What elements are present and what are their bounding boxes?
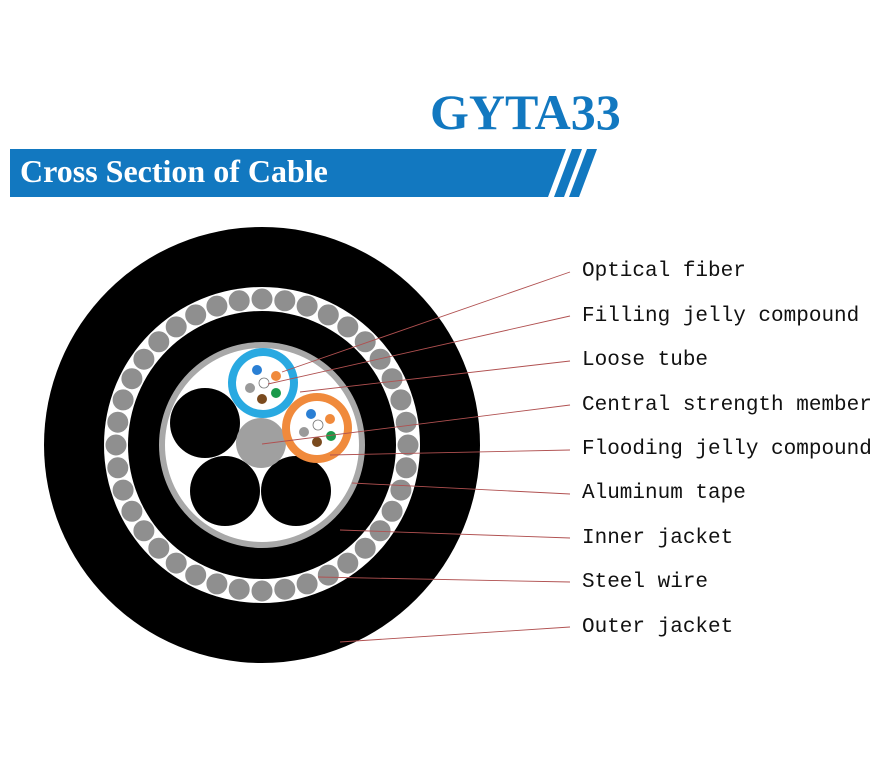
steel-wire xyxy=(111,388,135,412)
label-steel-wire: Steel wire xyxy=(582,571,709,594)
banner-background xyxy=(10,149,597,197)
banner-stripe-1 xyxy=(554,149,582,197)
label-aluminum-tape: Aluminum tape xyxy=(582,482,746,505)
central-strength-member xyxy=(236,418,286,468)
steel-wire xyxy=(295,572,319,596)
steel-wire xyxy=(132,347,156,371)
steel-wire xyxy=(227,577,251,601)
cable-model-title: GYTA33 xyxy=(430,84,621,140)
leader-line xyxy=(281,271,571,373)
leader-line xyxy=(339,626,571,643)
label-filling-jelly-compound: Filling jelly compound xyxy=(582,305,860,328)
steel-wire xyxy=(316,303,340,327)
steel-wire xyxy=(106,410,130,434)
steel-wire xyxy=(120,499,144,523)
label-loose-tube: Loose tube xyxy=(582,349,709,372)
optical-fiber xyxy=(306,409,316,419)
steel-wire xyxy=(205,572,229,596)
steel-wire xyxy=(164,551,188,575)
steel-wire xyxy=(111,478,135,502)
leader-line xyxy=(339,529,571,539)
steel-wires xyxy=(104,287,420,603)
steel-wire xyxy=(184,563,208,587)
optical-fiber xyxy=(258,377,270,389)
banner-title: Cross Section of Cable xyxy=(20,153,328,189)
optical-fiber xyxy=(271,371,281,381)
leader-line xyxy=(267,315,571,385)
steel-wire xyxy=(106,456,130,480)
steel-wire xyxy=(250,579,274,603)
steel-wire xyxy=(336,551,360,575)
steel-wire xyxy=(205,294,229,318)
steel-wire xyxy=(250,287,274,311)
optical-fiber xyxy=(326,431,336,441)
optical-fiber xyxy=(252,365,262,375)
steel-wire xyxy=(104,433,128,457)
steel-wire xyxy=(353,330,377,354)
filler-rod-2 xyxy=(190,456,260,526)
filler-rod-3 xyxy=(261,456,331,526)
leader-line xyxy=(329,449,571,456)
steel-wire xyxy=(389,388,413,412)
optical-fiber xyxy=(312,419,324,431)
optical-fiber xyxy=(245,383,255,393)
label-optical-fiber: Optical fiber xyxy=(582,260,746,283)
banner-stripe-2 xyxy=(569,149,597,197)
steel-wire xyxy=(394,456,418,480)
steel-wire xyxy=(394,410,418,434)
optical-fiber xyxy=(299,427,309,437)
label-inner-jacket: Inner jacket xyxy=(582,527,734,550)
steel-wire xyxy=(336,315,360,339)
steel-wire xyxy=(147,536,171,560)
leader-line xyxy=(261,404,571,445)
steel-wire xyxy=(316,563,340,587)
steel-wire xyxy=(147,330,171,354)
steel-wire xyxy=(273,289,297,313)
component-labels: Optical fiber Filling jelly compound Loo… xyxy=(580,0,880,772)
steel-wire xyxy=(227,289,251,313)
steel-wire xyxy=(353,536,377,560)
steel-wire xyxy=(184,303,208,327)
label-central-strength-member: Central strength member xyxy=(582,394,872,417)
banner-bar xyxy=(10,149,566,197)
steel-wire xyxy=(120,367,144,391)
leader-line xyxy=(299,360,571,393)
leader-line xyxy=(351,482,571,495)
filler-rod-1 xyxy=(170,388,240,458)
leader-lines xyxy=(261,271,571,643)
optical-fiber xyxy=(257,394,267,404)
steel-wire xyxy=(273,577,297,601)
optical-fiber xyxy=(325,414,335,424)
steel-wire xyxy=(380,367,404,391)
leader-line xyxy=(317,576,571,583)
steel-wire xyxy=(389,478,413,502)
steel-wire xyxy=(295,294,319,318)
section-banner: Cross Section of Cable xyxy=(10,149,610,197)
label-flooding-jelly-compound: Flooding jelly compound xyxy=(582,438,872,461)
steel-wire xyxy=(132,519,156,543)
label-outer-jacket: Outer jacket xyxy=(582,616,734,639)
optical-fiber xyxy=(271,388,281,398)
steel-wire xyxy=(380,499,404,523)
steel-wire xyxy=(396,433,420,457)
steel-wire xyxy=(164,315,188,339)
optical-fiber xyxy=(312,437,322,447)
